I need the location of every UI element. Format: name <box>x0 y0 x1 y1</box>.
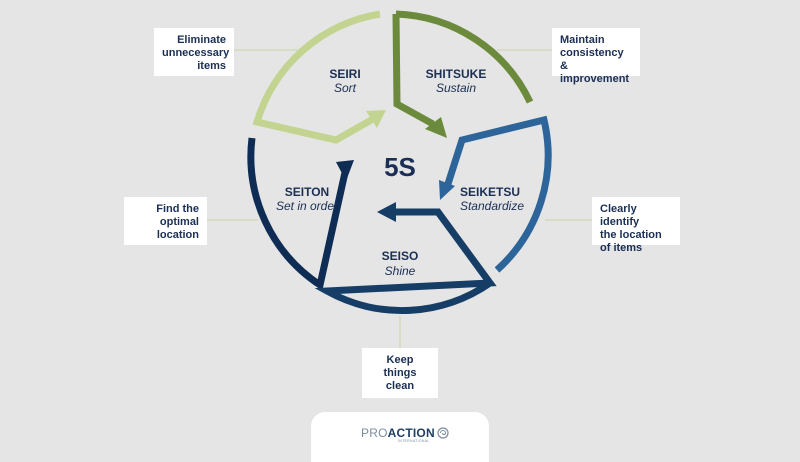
callout-seiton-line-3: location <box>156 229 199 241</box>
arrowhead-seiton <box>336 160 354 181</box>
stage-meaning-seiton: Set in order <box>276 199 339 213</box>
arc-seiketsu <box>443 115 552 273</box>
logo-text-action: ACTION <box>387 426 435 440</box>
callout-seiri-line-1: Eliminate <box>177 34 226 46</box>
five-s-diagram: 5S SEIRI Sort SHITSUKE Sustain SEIKETSU … <box>207 10 592 348</box>
callout-seiton: Find the optimal location <box>124 197 207 245</box>
callout-shitsuke-line-1: Maintain <box>560 34 605 46</box>
callout-shitsuke-line-2: consistency & <box>560 47 624 72</box>
center-label: 5S <box>384 152 416 182</box>
callout-seiri: Eliminate unnecessary items <box>154 28 234 76</box>
spiral-icon <box>437 427 449 439</box>
arrowhead-seiketsu <box>439 180 455 200</box>
callout-seiri-line-3: items <box>197 60 226 72</box>
logo-text-pro: PRO <box>361 426 388 440</box>
callout-seiton-line-1: Find the <box>156 203 199 215</box>
arrowhead-seiri <box>366 110 386 128</box>
callout-seiso-line-1: Keep <box>386 354 414 366</box>
callout-seiso-line-3: clean <box>385 380 415 392</box>
callout-shitsuke: Maintain consistency & improvement <box>552 28 640 85</box>
arrowhead-shitsuke <box>425 117 447 138</box>
arrowhead-seiso <box>377 202 396 222</box>
callout-seiso-line-2: things <box>383 367 417 379</box>
logo-text-sub: INTERNATIONAL <box>398 439 430 443</box>
stage-name-seiton: SEITON <box>285 185 329 199</box>
stage-name-seiketsu: SEIKETSU <box>460 185 520 199</box>
stage-meaning-seiso: Shine <box>385 264 416 278</box>
proaction-logo[interactable]: PRO ACTION <box>361 425 449 441</box>
callout-seiso: Keep things clean <box>362 348 438 398</box>
arc-seiri <box>252 10 381 144</box>
callout-seiton-line-2: optimal <box>159 216 199 228</box>
arc-seiton <box>247 137 350 291</box>
callout-seiketsu: Clearly identify the location of items <box>592 197 680 254</box>
stage-meaning-shitsuke: Sustain <box>436 81 476 95</box>
callout-seiketsu-line-3: of items <box>600 242 643 254</box>
stage-meaning-seiri: Sort <box>334 81 357 95</box>
stage-meaning-seiketsu: Standardize <box>460 199 524 213</box>
callout-seiri-line-2: unnecessary <box>162 47 230 59</box>
stage-name-seiri: SEIRI <box>329 67 360 81</box>
callout-shitsuke-line-3: improvement <box>560 73 630 85</box>
callout-seiketsu-line-2: the location <box>600 229 662 241</box>
stage-name-shitsuke: SHITSUKE <box>426 67 487 81</box>
callout-seiketsu-line-1: Clearly identify <box>600 203 640 228</box>
stage-name-seiso: SEISO <box>382 249 419 263</box>
arc-shitsuke-tail <box>392 13 435 128</box>
arc-seiso <box>314 208 497 315</box>
arc-shitsuke <box>395 10 534 104</box>
